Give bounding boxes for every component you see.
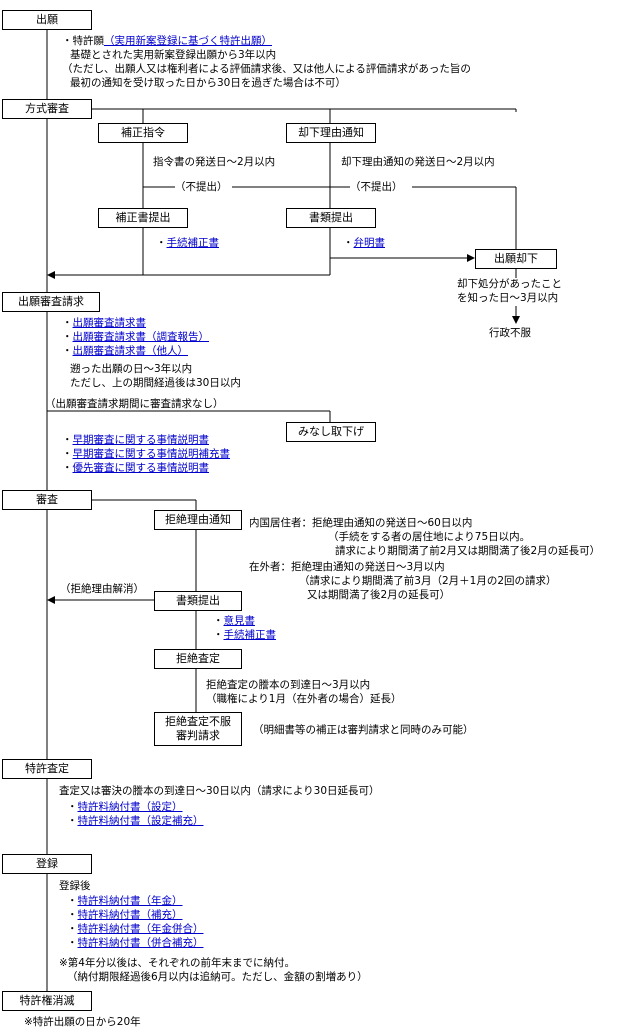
application-note1: 基礎とされた実用新案登録出願から3年以内	[70, 48, 276, 62]
link-procedural-amendment[interactable]: 手続補正書	[167, 237, 220, 249]
notice-deadline: 却下理由通知の発送日～2月以内	[341, 155, 495, 169]
foreign-note2: （請求により期間満了前3月（2月＋1月の2回の請求）	[299, 574, 557, 588]
exam-request-link-1: ・出願審査請求書（調査報告）	[62, 330, 209, 344]
dismissal-note2: を知った日～3月以内	[457, 291, 558, 305]
appeal-line2: 審判請求	[176, 729, 220, 743]
registration-link-1: ・特許料納付書（補充）	[67, 908, 183, 922]
link-exam-request[interactable]: 出願審査請求書	[73, 317, 147, 329]
registration-link-3: ・特許料納付書（併合補充）	[67, 936, 204, 950]
patent-decision-link-1: ・特許料納付書（設定補充）	[67, 814, 204, 828]
node-doc-submit2: 書類提出	[154, 591, 242, 611]
application-note3: 最初の通知を受け取った日から30日を過ぎた場合は不可）	[70, 76, 346, 90]
exam-request-link2-2: ・優先審査に関する事情説明書	[62, 461, 209, 475]
registration-note2: （納付期限経過後6月以内は追納可。ただし、金額の割増あり）	[67, 970, 368, 984]
exam-request-link-2: ・出願審査請求書（他人）	[62, 344, 188, 358]
patent-decision-link-0: ・特許料納付書（設定）	[67, 800, 183, 814]
no-submit-1: （不提出）	[175, 180, 228, 194]
registration-link-0: ・特許料納付書（年金）	[67, 894, 183, 908]
link-fee-combined-supplement[interactable]: 特許料納付書（併合補充）	[78, 937, 204, 949]
order-deadline: 指令書の発送日～2月以内	[153, 155, 275, 169]
node-amendment-submit: 補正書提出	[98, 208, 188, 228]
application-bullet-prefix: ・特許願	[62, 35, 104, 47]
node-application: 出願	[2, 10, 92, 30]
domestic-note1: 内国居住者：拒絶理由通知の発送日～60日以内	[249, 516, 472, 530]
node-exam-request: 出願審査請求	[2, 292, 100, 312]
exam-link-0: ・意見書	[213, 614, 255, 628]
link-early-exam[interactable]: 早期審査に関する事情説明書	[73, 434, 210, 446]
exam-request-link-0: ・出願審査請求書	[62, 316, 146, 330]
link-utility-based-application[interactable]: （実用新案登録に基づく特許出願）	[104, 35, 272, 47]
appeal-line1: 拒絶査定不服	[165, 715, 231, 729]
dismissal-note1: 却下処分があったこと	[457, 277, 562, 291]
node-rejection-decision: 拒絶査定	[154, 649, 242, 669]
exam-request-link2-1: ・早期審査に関する事情説明補充書	[62, 447, 230, 461]
node-correction-order: 補正指令	[98, 123, 188, 143]
link-exam-request-report[interactable]: 出願審査請求書（調査報告）	[73, 331, 210, 343]
node-registration: 登録	[2, 854, 92, 874]
amend-bullet: ・手続補正書	[156, 236, 219, 250]
link-opinion[interactable]: 意見書	[224, 615, 256, 627]
patent-decision-note: 査定又は審決の謄本の到達日～30日以内（請求により30日延長可）	[59, 784, 380, 798]
node-document-submit: 書類提出	[286, 208, 376, 228]
node-deemed-withdrawal: みなし取下げ	[286, 422, 376, 442]
exam-link-1: ・手続補正書	[213, 628, 276, 642]
link-explanation[interactable]: 弁明書	[354, 237, 386, 249]
resolved-note: （拒絶理由解消）	[60, 582, 144, 596]
foreign-note3: 又は期間満了後2月の延長可）	[307, 588, 450, 602]
link-early-exam-supplement[interactable]: 早期審査に関する事情説明補充書	[73, 448, 231, 460]
node-patent-decision: 特許査定	[2, 759, 92, 779]
link-procedural-amendment-2[interactable]: 手続補正書	[224, 629, 277, 641]
application-note2: （ただし、出願人又は権利者による評価請求後、又は他人による評価請求があった旨の	[62, 62, 471, 76]
no-request-note: （出願審査請求期間に審査請求なし）	[45, 397, 224, 411]
registration-note1: ※第4年分以後は、それぞれの前年末までに納付。	[59, 956, 295, 970]
foreign-note1: 在外者：拒絶理由通知の発送日～3月以内	[249, 560, 445, 574]
decision-note1: 拒絶査定の謄本の到達日～3月以内	[206, 678, 370, 692]
link-fee-annual-combined[interactable]: 特許料納付書（年金併合）	[78, 923, 204, 935]
application-bullet: ・特許願（実用新案登録に基づく特許出願）	[62, 34, 272, 48]
exam-request-note2: ただし、上の期間経過後は30日以内	[70, 376, 241, 390]
amend-note: （明細書等の補正は審判請求と同時のみ可能）	[253, 723, 474, 737]
node-patent-extinction: 特許権消滅	[2, 991, 92, 1011]
link-fee-setting-supplement[interactable]: 特許料納付書（設定補充）	[78, 815, 204, 827]
registration-link-2: ・特許料納付書（年金併合）	[67, 922, 204, 936]
node-formality-exam: 方式審査	[2, 99, 92, 119]
exam-request-link2-0: ・早期審査に関する事情説明書	[62, 433, 209, 447]
link-priority-exam[interactable]: 優先審査に関する事情説明書	[73, 462, 210, 474]
node-examination: 審査	[2, 490, 92, 510]
extinction-note: ※特許出願の日から20年	[24, 1015, 141, 1029]
admin-appeal: 行政不服	[489, 326, 531, 340]
node-application-dismissal: 出願却下	[475, 249, 557, 269]
explain-bullet: ・弁明書	[343, 236, 385, 250]
node-appeal: 拒絶査定不服 審判請求	[154, 712, 242, 746]
node-rejection-notice: 拒絶理由通知	[154, 510, 242, 530]
decision-note2: （職権により1月（在外者の場合）延長）	[206, 692, 401, 706]
domestic-note2: （手続をする者の居住地により75日以内。	[328, 530, 530, 544]
link-fee-supplement[interactable]: 特許料納付書（補充）	[78, 909, 183, 921]
exam-request-note1: 遡った出願の日～3年以内	[70, 362, 192, 376]
no-submit-2: （不提出）	[350, 180, 403, 194]
link-fee-setting[interactable]: 特許料納付書（設定）	[78, 801, 183, 813]
link-fee-annual[interactable]: 特許料納付書（年金）	[78, 895, 183, 907]
registration-after: 登録後	[59, 879, 91, 893]
domestic-note3: 請求により期間満了前2月又は期間満了後2月の延長可）	[335, 544, 600, 558]
node-dismissal-notice: 却下理由通知	[286, 123, 376, 143]
link-exam-request-other[interactable]: 出願審査請求書（他人）	[73, 345, 189, 357]
